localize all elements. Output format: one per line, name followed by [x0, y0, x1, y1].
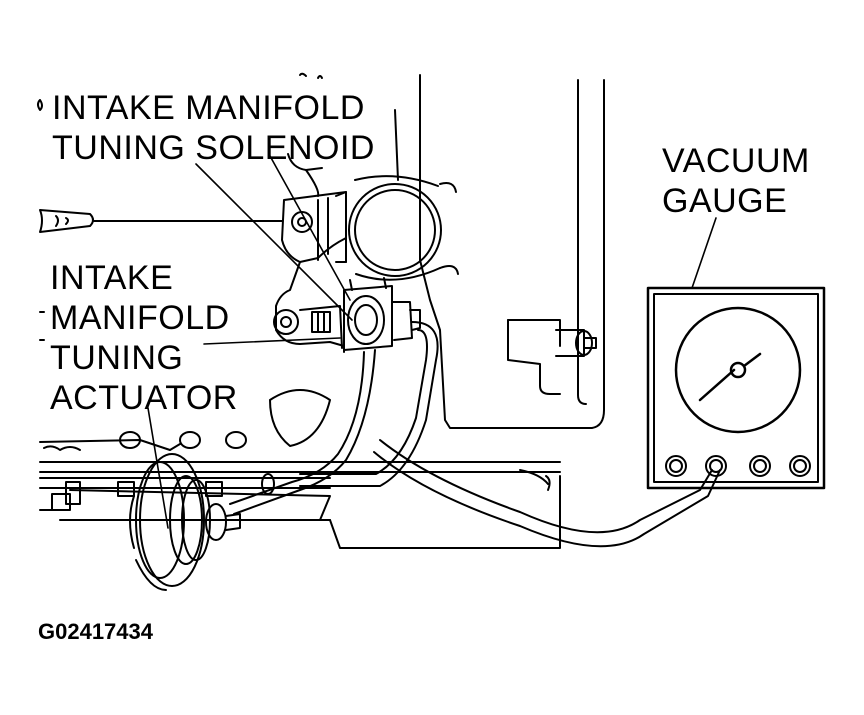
- solenoid-label-line-2: TUNING SOLENOID: [52, 129, 375, 167]
- tuning-actuator: [129, 453, 241, 591]
- mounting-bracket: [273, 191, 347, 353]
- leader-lines: [147, 155, 717, 529]
- tuning-solenoid: [343, 277, 421, 351]
- gauge-label-line-1: VACUUM: [662, 142, 810, 180]
- actuator-label-line-4: ACTUATOR: [50, 379, 238, 417]
- actuator-label-line-2: MANIFOLD: [50, 299, 230, 337]
- gauge-label-line-2: GAUGE: [662, 182, 788, 220]
- actuator-label-line-1: INTAKE: [50, 259, 174, 297]
- intake-manifold-tuning-solenoid-label: INTAKE MANIFOLD TUNING SOLENOID: [52, 88, 375, 168]
- figure-id: G02417434: [38, 619, 153, 644]
- solenoid-label-line-1: INTAKE MANIFOLD: [52, 89, 365, 127]
- vacuum-hoses: [229, 321, 721, 548]
- linkage-rods: [39, 389, 561, 549]
- engine-boss: [507, 319, 597, 395]
- pipe-clamp: [335, 175, 459, 281]
- vacuum-gauge-label: VACUUM GAUGE: [662, 141, 810, 221]
- vacuum-gauge: [646, 286, 826, 490]
- intake-manifold-tuning-actuator-label: INTAKE MANIFOLD TUNING ACTUATOR: [50, 258, 238, 418]
- engine-block: [299, 72, 605, 429]
- actuator-label-line-3: TUNING: [50, 339, 184, 377]
